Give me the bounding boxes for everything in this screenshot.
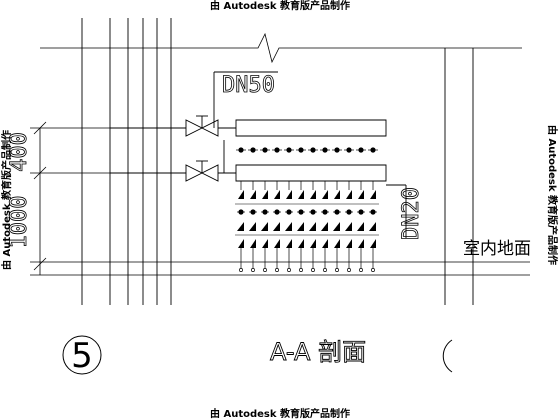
- outlet-end: [335, 268, 338, 271]
- outlet-fitting: [274, 190, 280, 199]
- outlet-end: [359, 268, 362, 271]
- floor-lines: [30, 262, 530, 275]
- outlet-fitting: [358, 239, 364, 248]
- outlet-fitting: [346, 239, 352, 248]
- outlet-end: [323, 268, 326, 271]
- outlet-end: [311, 268, 314, 271]
- axis-bubble: [63, 336, 101, 374]
- dimension-upper: 400: [7, 132, 32, 172]
- outlet-end: [287, 268, 290, 271]
- outlet-triangle: [237, 222, 244, 231]
- outlet-fitting: [298, 190, 304, 199]
- outlet-fitting: [370, 190, 376, 199]
- valve-icon: [186, 161, 218, 181]
- section-title: A-A 剖面: [270, 338, 366, 366]
- outlet-fitting: [310, 239, 316, 248]
- outlet-fitting: [250, 239, 256, 248]
- outlet-fitting: [298, 239, 304, 248]
- outlet-fitting: [358, 190, 364, 199]
- branch-pipe: [386, 185, 406, 238]
- outlet-fitting: [346, 190, 352, 199]
- manifold-outlets: [235, 147, 379, 271]
- outlet-fitting: [286, 239, 292, 248]
- outlet-triangle: [297, 222, 304, 231]
- outlet-end: [251, 268, 254, 271]
- watermark-right: 由 Autodesk 教育版产品制作: [546, 125, 559, 265]
- left-wall-lines: [82, 18, 171, 305]
- outlet-triangle: [261, 222, 268, 231]
- outlet-end: [371, 268, 374, 271]
- watermark-top: 由 Autodesk 教育版产品制作: [210, 0, 350, 12]
- outlet-triangle: [345, 222, 352, 231]
- pipe-label-dn20: DN20: [399, 187, 424, 240]
- outlet-triangle: [321, 222, 328, 231]
- outlet-triangle: [273, 222, 280, 231]
- dimension-lower: 1000: [7, 196, 32, 249]
- outlet-fitting: [370, 239, 376, 248]
- watermark-left: 由 Autodesk 教育版产品制作: [0, 130, 13, 270]
- outlet-end: [263, 268, 266, 271]
- outlet-fitting: [238, 239, 244, 248]
- dimension-chain: [30, 122, 110, 275]
- supply-manifold: [236, 120, 386, 136]
- top-break-line: [40, 34, 522, 62]
- outlet-triangle: [333, 222, 340, 231]
- pipe-label-dn50: DN50: [222, 73, 275, 98]
- right-wall-lines: [445, 48, 473, 305]
- outlet-end: [299, 268, 302, 271]
- outlet-fitting: [262, 239, 268, 248]
- outlet-fitting: [322, 190, 328, 199]
- outlet-triangle: [369, 222, 376, 231]
- outlet-end: [275, 268, 278, 271]
- outlet-fitting: [310, 190, 316, 199]
- outlet-triangle: [249, 222, 256, 231]
- outlet-fitting: [286, 190, 292, 199]
- outlet-fitting: [334, 190, 340, 199]
- outlet-fitting: [322, 239, 328, 248]
- supply-pipes: [110, 72, 278, 173]
- valve-icon: [186, 116, 218, 136]
- return-manifold: [236, 165, 386, 181]
- outlet-end: [239, 268, 242, 271]
- outlet-fitting: [262, 190, 268, 199]
- outlet-end: [347, 268, 350, 271]
- outlet-fitting: [250, 190, 256, 199]
- outlet-fitting: [238, 190, 244, 199]
- watermark-bottom: 由 Autodesk 教育版产品制作: [210, 407, 350, 420]
- outlet-triangle: [309, 222, 316, 231]
- outlet-fitting: [274, 239, 280, 248]
- outlet-triangle: [357, 222, 364, 231]
- axis-bubble-partial: [443, 340, 452, 372]
- axis-number: 5: [71, 336, 93, 376]
- outlet-fitting: [334, 239, 340, 248]
- floor-label: 室内地面: [463, 239, 531, 259]
- outlet-triangle: [285, 222, 292, 231]
